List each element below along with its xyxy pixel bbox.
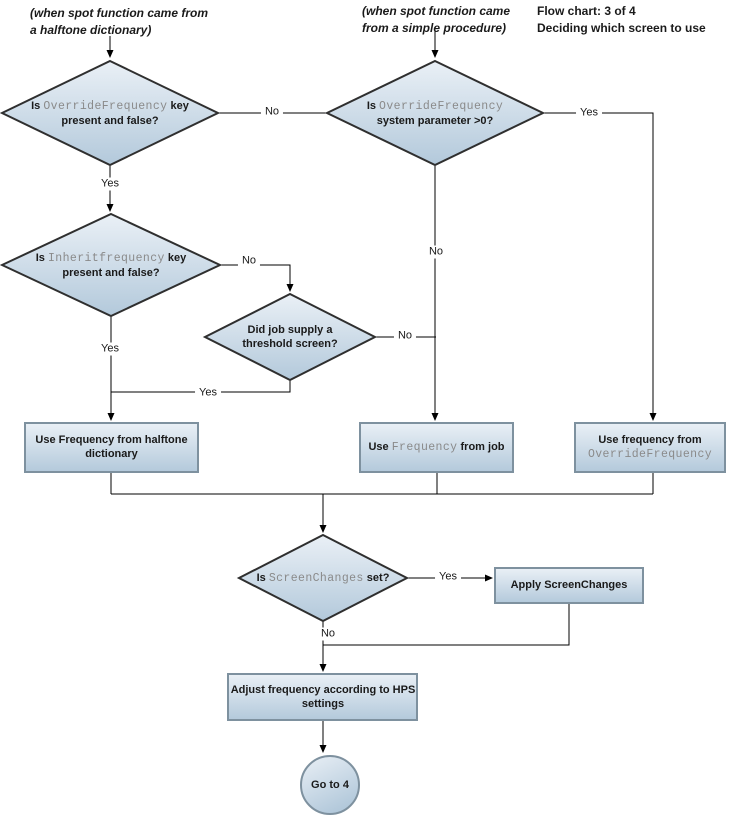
annotation-line: (when spot function came (362, 4, 511, 18)
label-text: system parameter >0? (376, 114, 494, 127)
label-text: set? (363, 571, 390, 584)
decision-override-key-label: Is OverrideFrequency key present and fal… (22, 66, 198, 160)
process-use-overridefrequency-shape (574, 422, 726, 473)
edge-label-d1-yes: Yes (97, 177, 123, 191)
chart-title-line2: Deciding which screen to use (537, 20, 706, 35)
edge-label-d1-no: No (260, 105, 284, 119)
label-code-text: OverrideFrequency (587, 448, 713, 461)
label-text: Did job supply a threshold screen? (242, 323, 338, 350)
annotation-line: (when spot function came from (30, 6, 209, 20)
edge-label-d4-yes: Yes (195, 386, 221, 400)
annotation-line: a halftone dictionary) (30, 22, 152, 37)
process-adjust-hps-label: Adjust frequency according to HPS settin… (223, 674, 423, 720)
label-code-text: Inheritfrequency (47, 251, 165, 265)
edge-label-d5-yes: Yes (435, 570, 461, 584)
decision-override-key-shape (0, 59, 221, 167)
process-adjust-hps-shape (227, 673, 418, 721)
label-text: Adjust frequency according to HPS settin… (230, 683, 416, 710)
edge-d4-yes-to-left-line (111, 380, 291, 393)
edge-label-d2-no: No (424, 245, 448, 259)
process-apply-screenchanges-label: Apply ScreenChanges (495, 568, 643, 603)
process-apply-screenchanges-shape (494, 567, 644, 604)
chart-title: Flow chart: 3 of 4 Deciding which screen… (537, 3, 706, 36)
label-text: key present and false? (62, 251, 187, 279)
decision-screenchanges-label: Is ScreenChanges set? (243, 531, 403, 625)
decision-inheritfrequency-label: Is Inheritfrequency key present and fals… (23, 218, 199, 312)
process-use-overridefrequency-label: Use frequency from OverrideFrequency (577, 423, 723, 472)
decision-inheritfrequency-shape (0, 212, 223, 318)
edge-r4-to-main-line (323, 603, 570, 646)
label-text: Use frequency from (598, 434, 702, 446)
label-text: Is (366, 99, 380, 112)
decision-screenchanges-shape (236, 533, 410, 623)
edge-label-d3-yes: Yes (97, 342, 123, 356)
label-code-text: ScreenChanges (268, 571, 364, 585)
chart-title-line1: Flow chart: 3 of 4 (537, 4, 636, 18)
edge-d2-yes-to-r3 (544, 112, 657, 421)
label-text: Apply ScreenChanges (510, 579, 628, 591)
terminal-goto4-label: Go to 4 (300, 770, 360, 800)
edge-label-d5-no: No (316, 627, 340, 641)
label-text: Go to 4 (311, 778, 349, 791)
label-text: Is (35, 251, 48, 264)
label-code-text: OverrideFrequency (43, 99, 168, 113)
process-use-halftone-frequency-shape (24, 422, 199, 473)
label-code-text: OverrideFrequency (379, 99, 504, 113)
edge-label-d2-yes: Yes (576, 106, 602, 120)
label-text: Use Frequency from halftone dictionary (35, 434, 188, 460)
label-text: key present and false? (61, 99, 189, 127)
label-text: Use (368, 441, 392, 453)
decision-threshold-screen-shape (202, 292, 378, 382)
annotation-simple-procedure: (when spot function came from a simple p… (362, 3, 510, 36)
edge-label-d4-no: No (393, 329, 417, 343)
label-text: Is (31, 99, 44, 112)
edge-label-d3-no: No (237, 254, 261, 268)
label-code-text: Frequency (391, 441, 458, 454)
annotation-line: from a simple procedure) (362, 20, 507, 35)
process-use-job-frequency-label: Use Frequency from job (360, 423, 513, 472)
annotation-halftone-dictionary: (when spot function came from a halftone… (30, 5, 208, 38)
terminal-goto4-shape (300, 755, 360, 815)
edge-d3-no-to-d4 (220, 264, 294, 292)
process-use-halftone-frequency-label: Use Frequency from halftone dictionary (25, 423, 198, 472)
process-use-job-frequency-shape (359, 422, 514, 473)
decision-threshold-screen-label: Did job supply a threshold screen? (230, 290, 350, 384)
decision-override-sysparam-label: Is OverrideFrequency system parameter >0… (360, 66, 510, 160)
label-text: from job (457, 441, 505, 453)
label-text: Is (256, 571, 269, 584)
decision-override-sysparam-shape (324, 59, 546, 167)
